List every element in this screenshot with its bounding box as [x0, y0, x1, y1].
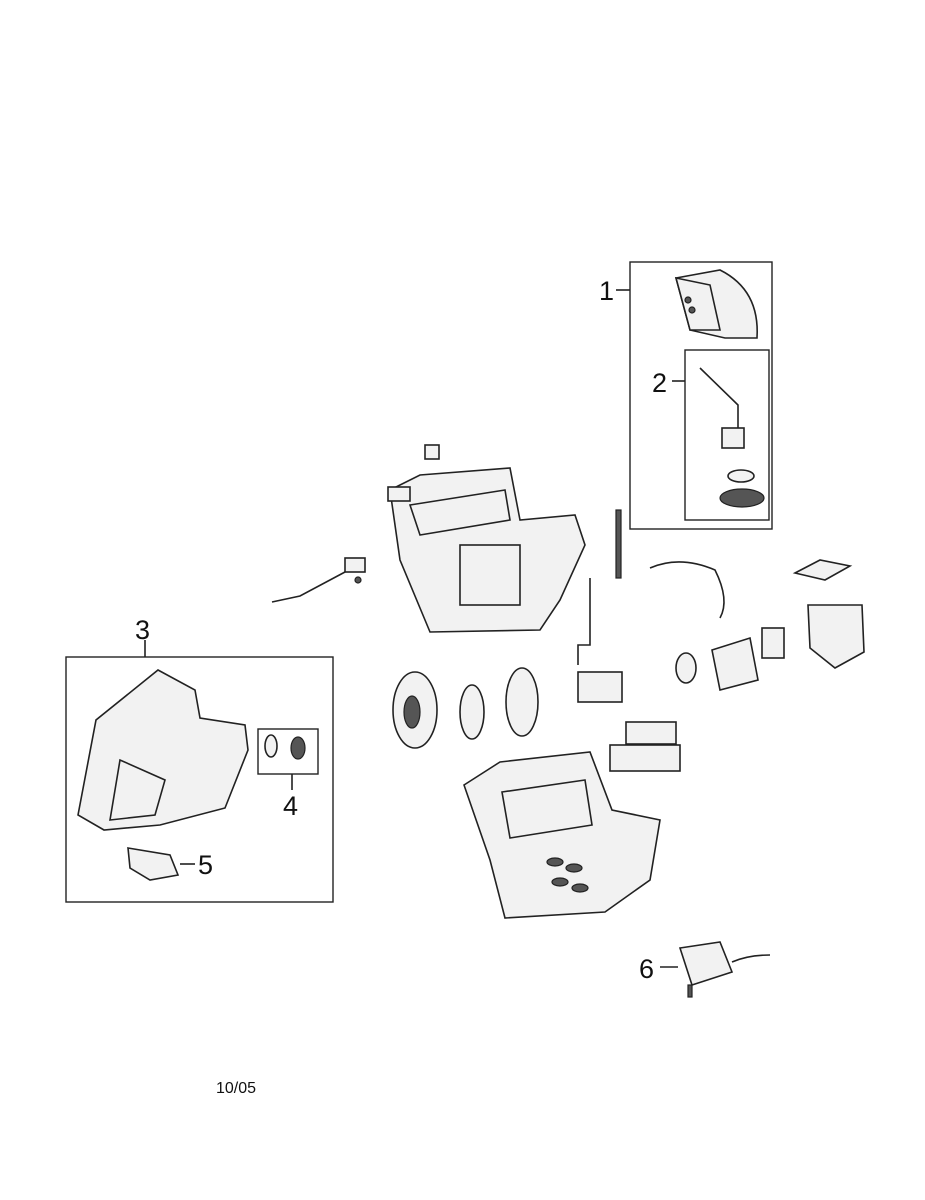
motor-part [577, 627, 785, 703]
callout-5: 5 [198, 850, 214, 880]
callout-3: 3 [135, 615, 151, 645]
support-rod-part [615, 509, 622, 579]
revision-date: 10/05 [216, 1080, 257, 1097]
kit-frame-2 [684, 349, 770, 521]
kit-frame-3 [65, 656, 334, 903]
callout-1: 1 [599, 276, 615, 306]
bracket-part [577, 578, 591, 665]
callout-6: 6 [639, 954, 655, 984]
gasket-part [792, 559, 853, 581]
charger-part [678, 941, 771, 998]
upper-housing-part [387, 444, 586, 633]
impeller-discs-part [392, 667, 539, 749]
tube-assembly-part [699, 367, 765, 508]
brush-part [127, 847, 180, 881]
kit-frame-1 [629, 261, 773, 530]
battery-pack-part [609, 721, 681, 772]
tank-part [77, 669, 249, 831]
lower-housing-part [463, 751, 661, 919]
valve-assembly-part [271, 557, 366, 603]
hose-part [649, 561, 725, 619]
nozzle-cover-part [674, 269, 758, 339]
callout-2: 2 [652, 368, 668, 398]
kit-frame-4 [257, 728, 319, 775]
callout-4: 4 [283, 791, 299, 821]
pump-housing-part [807, 604, 865, 669]
seal-rings-part [264, 734, 306, 760]
